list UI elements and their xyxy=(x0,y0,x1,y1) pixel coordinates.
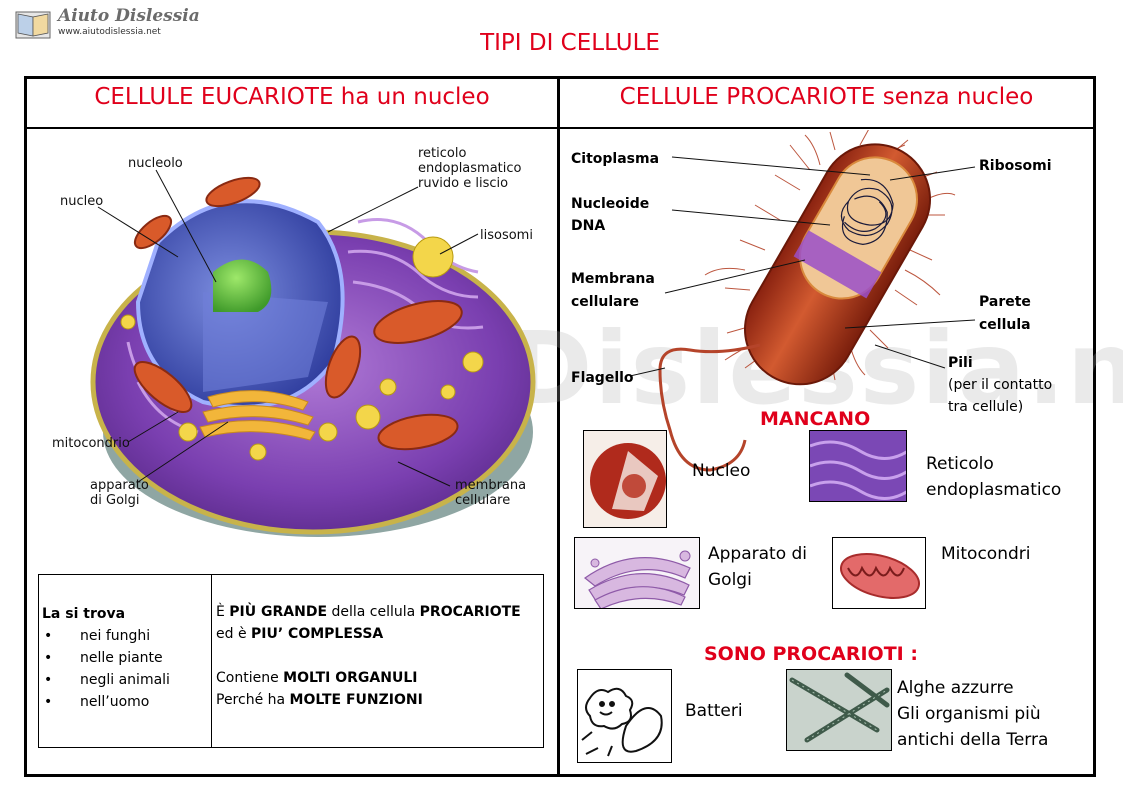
info-where-heading: La si trova xyxy=(42,606,126,622)
label-ribosomi: Ribosomi xyxy=(979,158,1052,174)
mancano-heading: MANCANO xyxy=(760,408,871,430)
sono-batteri: Batteri xyxy=(685,701,743,721)
info-table xyxy=(38,574,544,748)
mitochondrion-image xyxy=(833,538,925,608)
label-reticolo-2: endoplasmatico xyxy=(418,161,522,176)
info-description: È PIÙ GRANDE della cellula PROCARIOTE ed… xyxy=(216,601,521,711)
mancano-nucleo: Nucleo xyxy=(692,461,751,481)
label-nucleoide-1: Nucleoide xyxy=(571,196,650,212)
label-pili: Pili xyxy=(948,355,973,371)
label-reticolo-3: ruvido e liscio xyxy=(418,176,509,191)
label-reticolo-1: reticolo xyxy=(418,146,467,161)
prokaryote-title: CELLULE PROCARIOTE senza nucleo xyxy=(619,84,1034,110)
info-line-4: Perché ha MOLTE FUNZIONI xyxy=(216,692,423,708)
label-parete-2: cellula xyxy=(979,317,1031,333)
mancano-golgi-1: Apparato di xyxy=(708,544,808,564)
bacteria-image xyxy=(578,670,671,762)
label-flagello: Flagello xyxy=(571,370,634,386)
cyanobacteria-image xyxy=(787,670,891,750)
logo-text: Aiuto Dislessia xyxy=(58,6,200,26)
mancano-golgi-2: Golgi xyxy=(708,570,752,590)
label-golgi-1: apparato xyxy=(90,478,149,493)
label-nucleo: nucleo xyxy=(60,194,104,209)
label-parete-1: Parete xyxy=(979,294,1031,310)
eukaryote-title: CELLULE EUCARIOTE ha un nucleo xyxy=(94,84,490,110)
mancano-mitocondri: Mitocondri xyxy=(941,544,1031,564)
info-table-divider xyxy=(211,574,212,748)
label-golgi-2: di Golgi xyxy=(90,493,140,508)
mancano-reticolo-1: Reticolo xyxy=(926,454,994,474)
sono-alghe-3: antichi della Terra xyxy=(897,730,1049,750)
thumb-mitocondri xyxy=(832,537,926,609)
label-nucleolo: nucleolo xyxy=(128,156,183,171)
main-frame xyxy=(24,76,1096,777)
golgi-image xyxy=(575,538,699,608)
label-mitocondrio: mitocondrio xyxy=(52,436,130,451)
er-image xyxy=(810,431,906,501)
label-pili-note-1: (per il contatto xyxy=(948,377,1053,393)
eukaryotic-cell-illustration xyxy=(90,169,536,537)
header-divider xyxy=(24,127,1096,129)
logo xyxy=(14,6,174,44)
list-item: nelle piante xyxy=(44,647,170,669)
label-membrana-1: membrana xyxy=(455,478,527,493)
column-divider xyxy=(557,76,560,777)
label-pili-note-2: tra cellule) xyxy=(948,399,1024,415)
label-citoplasma: Citoplasma xyxy=(571,151,660,167)
thumb-golgi xyxy=(574,537,700,609)
info-line-3: Contiene MOLTI ORGANULI xyxy=(216,670,418,686)
label-membrana-pro-1: Membrana xyxy=(571,271,655,287)
thumb-nucleo xyxy=(583,430,667,528)
info-line-2: ed è PIU’ COMPLESSA xyxy=(216,626,384,642)
list-item: nei funghi xyxy=(44,625,170,647)
label-membrana-pro-2: cellulare xyxy=(571,294,640,310)
thumb-alghe xyxy=(786,669,892,751)
info-where-list: nei funghi nelle piante negli animali ne… xyxy=(42,625,170,713)
page-title: TIPI DI CELLULE xyxy=(480,30,660,56)
list-item: nell’uomo xyxy=(44,691,170,713)
nucleus-image xyxy=(584,431,666,527)
sono-alghe-2: Gli organismi più xyxy=(897,704,1041,724)
label-lisosomi: lisosomi xyxy=(480,228,533,243)
book-icon xyxy=(15,11,51,39)
sono-alghe-1: Alghe azzurre xyxy=(897,678,1014,698)
logo-url: www.aiutodislessia.net xyxy=(58,27,161,37)
thumb-batteri xyxy=(577,669,672,763)
label-membrana-2: cellulare xyxy=(455,493,511,508)
mancano-reticolo-2: endoplasmatico xyxy=(926,480,1062,500)
prokaryotic-cell-illustration xyxy=(629,130,976,472)
sono-heading: SONO PROCARIOTI : xyxy=(704,643,918,665)
label-nucleoide-2: DNA xyxy=(571,218,606,234)
info-line-1: È PIÙ GRANDE della cellula PROCARIOTE xyxy=(216,604,521,620)
info-where: La si trova nei funghi nelle piante negl… xyxy=(42,603,170,713)
list-item: negli animali xyxy=(44,669,170,691)
thumb-reticolo xyxy=(809,430,907,502)
